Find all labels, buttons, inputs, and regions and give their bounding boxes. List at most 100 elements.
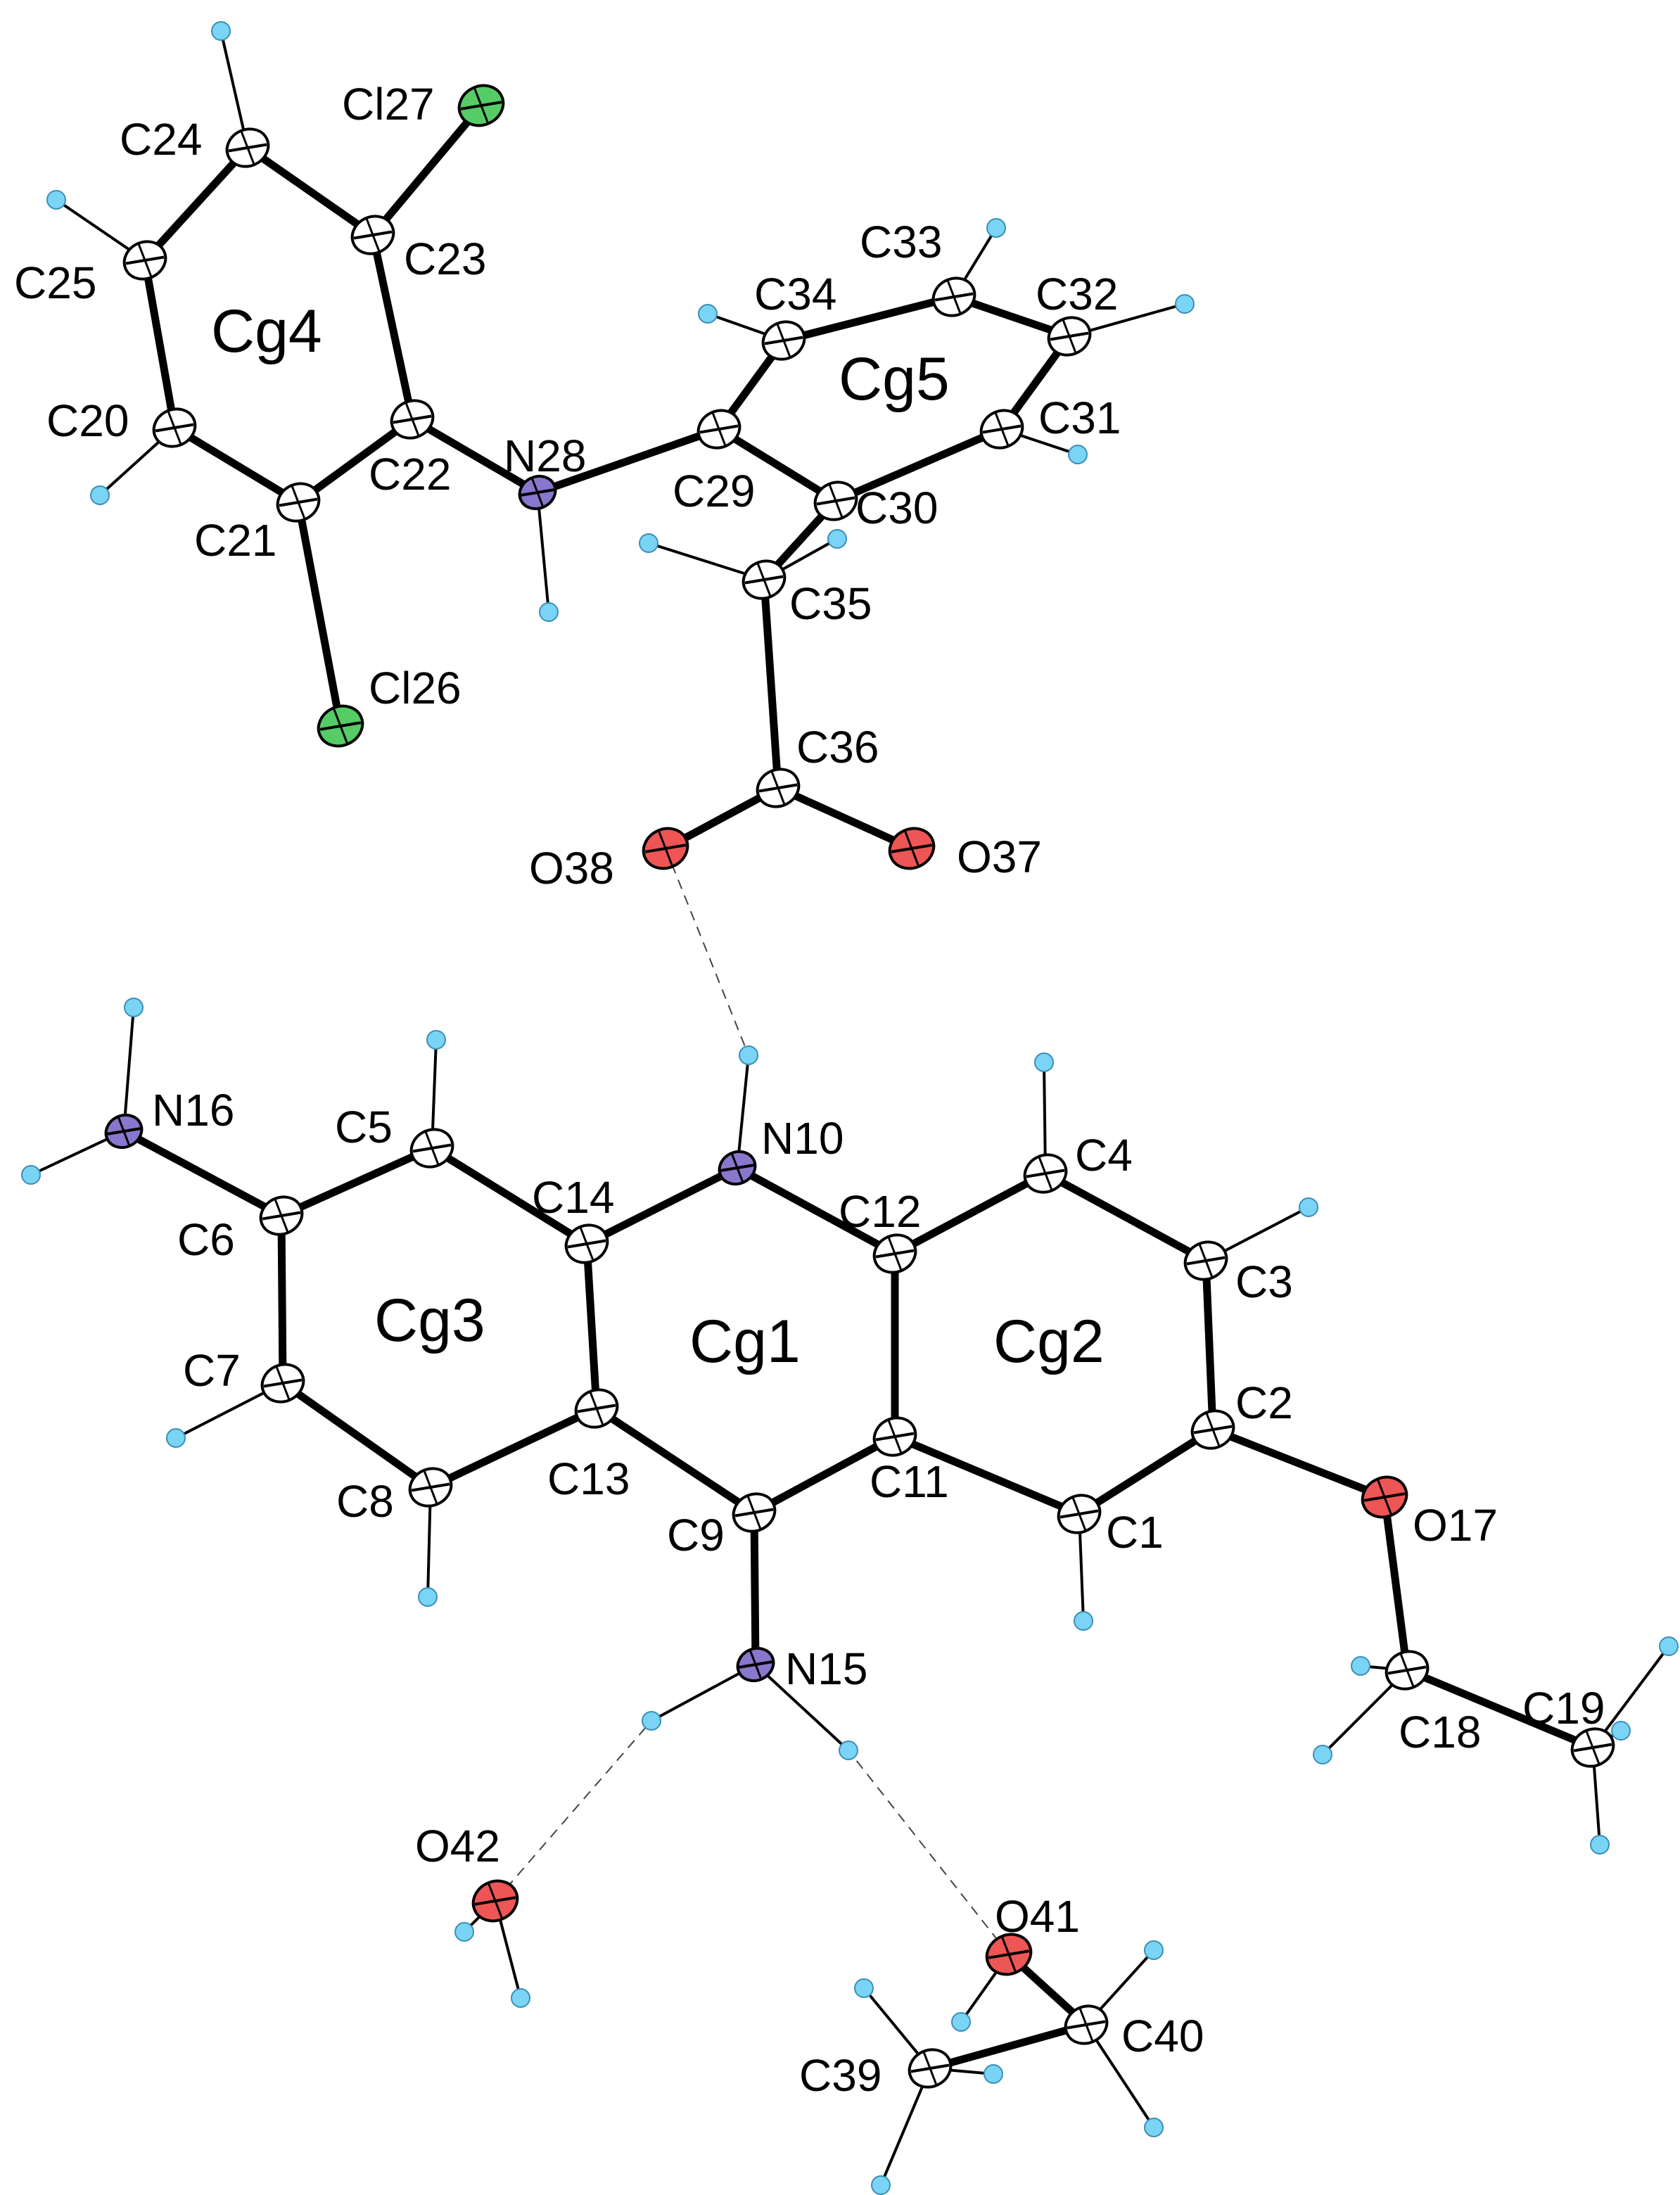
atom-label-O17: O17 [1413,1500,1498,1551]
atom-label-C33: C33 [860,217,942,267]
atom-C3 [1183,1240,1228,1281]
atom-O17 [1361,1475,1408,1519]
atom-label-C31: C31 [1038,393,1121,443]
atom-C33 [931,276,976,317]
atom-C32 [1047,316,1092,357]
atom-label-Cl26: Cl26 [369,663,462,713]
hydrogen-atom-H10 [739,1045,758,1065]
atom-label-C11: C11 [870,1456,949,1507]
bond-N10-H10 [736,1054,750,1169]
hydrogen-atom-H42b [511,1988,530,2008]
atom-C2 [1190,1409,1235,1450]
hydrogen-atom-H8 [418,1587,438,1607]
atom-O37 [888,827,936,870]
atom-label-C21: C21 [194,515,276,566]
bond-N15-H15b [754,1663,850,1752]
atom-C20 [152,407,197,448]
bond-C8-C13 [426,1404,601,1491]
atom-C31 [979,409,1024,450]
bond-C3-C2 [1202,1256,1217,1434]
hydrogen-atom-H35b [827,529,847,549]
bond-N15-H15a [650,1663,757,1722]
bond-C40-C39 [926,2021,1090,2073]
atom-label-N28: N28 [504,431,586,481]
hydrogen-atom-H5 [426,1030,446,1050]
atom-label-O41: O41 [995,1891,1080,1942]
atom-N10 [718,1150,757,1186]
atom-C39 [908,2048,953,2089]
atom-Cl26 [317,704,364,748]
atom-label-C4: C4 [1075,1130,1133,1181]
atom-C22 [390,399,435,440]
atom-C19 [1570,1727,1615,1768]
bond-N28-C29 [533,425,723,497]
atom-label-C23: C23 [404,234,486,284]
bond-C40-H40b [1085,2023,1155,2129]
bond-C18-C19 [1403,1666,1597,1752]
bond-N16-C6 [120,1127,286,1220]
hydrogen-atom-H41 [951,2012,971,2032]
atom-N16 [104,1113,144,1150]
bond-C25-C20 [141,256,179,432]
bond-N10-C12 [733,1164,899,1258]
hydrogen-atom-H34 [698,304,718,324]
atom-label-C6: C6 [177,1214,235,1265]
bond-C22-N28 [408,415,542,497]
hydrogen-atom-H42a [454,1922,474,1942]
hydrogen-atom-H31 [1068,445,1088,464]
atom-label-C30: C30 [855,483,938,533]
bond-C6-C7 [277,1211,287,1387]
atom-C25 [122,240,167,281]
bond-C14-N10 [583,1164,742,1248]
hydrogen-atom-H4 [1034,1052,1054,1072]
bond-C24-C23 [243,144,377,239]
bond-C14-C5 [428,1144,591,1248]
atom-label-C13: C13 [547,1453,630,1504]
bond-O17-C18 [1380,1493,1411,1674]
atom-label-C39: C39 [799,2050,882,2101]
atom-C40 [1064,2004,1109,2045]
atom-label-C32: C32 [1036,269,1118,319]
bond-C21-C22 [294,415,416,507]
atom-label-C34: C34 [754,269,836,319]
bond-N28-H28 [536,491,550,613]
atom-C6 [259,1195,304,1236]
hydrogen-atom-layer [21,21,1679,2195]
hydrogen-bond-layer [495,848,1010,1955]
atom-C29 [696,409,742,450]
atom-label-C2: C2 [1235,1378,1293,1428]
bond-C36-O37 [774,784,916,853]
bond-C24-H24 [219,30,249,149]
bond-C20-C21 [170,424,303,507]
bond-C11-C9 [750,1432,899,1517]
hydrogen-atom-H35a [639,533,658,553]
atom-O38 [642,827,689,870]
bond-C34-C33 [779,293,958,345]
atom-C1 [1057,1494,1102,1534]
bond-C12-C4 [891,1169,1050,1258]
hydrogen-atom-H33 [986,218,1006,238]
ring-label-Cg2: Cg2 [993,1308,1105,1375]
hydrogen-atom-H25 [46,190,66,210]
hydrogen-atom-H40a [1144,1940,1164,1960]
hydrogen-bond-O38-H10 [665,848,749,1056]
atom-Cl27 [457,84,505,127]
hydrogen-bond-O41-H15b [848,1750,1010,1955]
atom-label-N15: N15 [785,1643,867,1694]
atom-C24 [225,127,270,168]
hydrogen-atom-H16b [21,1165,41,1185]
hydrogen-atom-H19b [1611,1721,1631,1741]
ring-label-Cg5: Cg5 [839,345,950,413]
atom-label-C40: C40 [1121,2011,1204,2061]
hydrogen-atom-H40b [1144,2118,1164,2137]
ring-label-Cg1: Cg1 [689,1308,801,1375]
atom-label-C24: C24 [120,114,202,165]
bond-C4-C3 [1041,1169,1210,1265]
atom-label-C19: C19 [1522,1683,1605,1733]
atom-label-C9: C9 [667,1510,725,1560]
hydrogen-atom-H15a [642,1711,661,1731]
atom-label-O37: O37 [957,832,1042,882]
